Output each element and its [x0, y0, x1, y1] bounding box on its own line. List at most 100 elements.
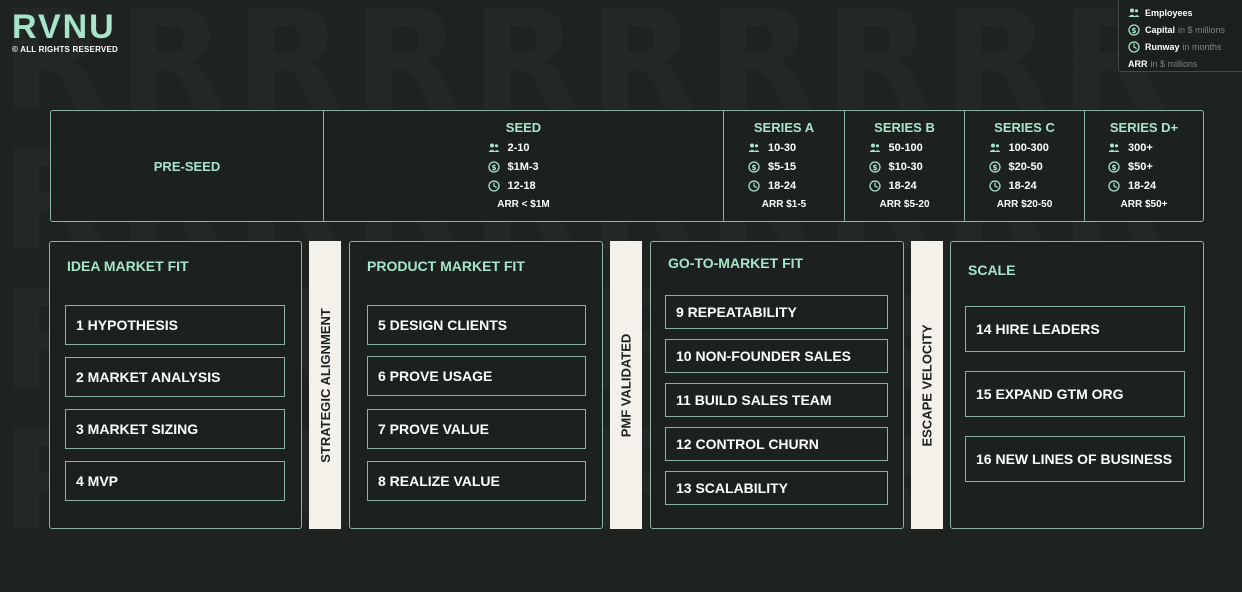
gate-label: PMF VALIDATED: [618, 333, 634, 437]
stage-employees: 10-30: [748, 139, 820, 158]
people-icon: [1108, 142, 1120, 154]
step-box: 6 PROVE USAGE: [367, 356, 586, 396]
funding-stages-bar: PRE-SEED SEED 2-10 $ $1M-3 12-18 ARR < $1…: [50, 110, 1204, 222]
svg-text:$: $: [491, 163, 496, 172]
legend-arr: ARR in $ millions: [1128, 55, 1242, 72]
stage-arr: ARR $1-5: [761, 198, 807, 210]
stage-title: SERIES B: [874, 119, 935, 135]
gate-strategic-alignment: STRATEGIC ALIGNMENT: [309, 241, 341, 529]
svg-text:$: $: [1131, 25, 1136, 34]
legend-runway-label: Runway: [1145, 41, 1180, 52]
step-box: 7 PROVE VALUE: [367, 409, 586, 449]
legend-arr-label: ARR: [1128, 58, 1148, 69]
stage-runway: 18-24: [748, 177, 820, 196]
step-box: 5 DESIGN CLIENTS: [367, 305, 586, 345]
legend-capital-label: Capital: [1145, 24, 1176, 35]
dollar-icon: $: [1128, 23, 1140, 36]
gate-label: STRATEGIC ALIGNMENT: [317, 307, 333, 463]
stage-capital: $ $5-15: [748, 158, 820, 177]
step-box: 8 REALIZE VALUE: [367, 461, 586, 501]
step-box: 14 HIRE LEADERS: [965, 306, 1185, 352]
stage-employees-value: 100-300: [1008, 142, 1049, 154]
stage-runway-value: 18-24: [1128, 180, 1157, 192]
stage-employees-value: 2-10: [507, 142, 530, 154]
stage-arr: ARR < $1M: [497, 198, 550, 210]
stage-employees-value: 50-100: [888, 142, 923, 154]
phase-product-market-fit: PRODUCT MARKET FIT 5 DESIGN CLIENTS 6 PROV…: [349, 241, 603, 529]
step-box: 11 BUILD SALES TEAM: [665, 383, 888, 417]
stage-employees-value: 10-30: [768, 142, 797, 154]
phase-go-to-market-fit: GO-TO-MARKET FIT 9 REPEATABILITY 10 NON-FO…: [650, 241, 904, 529]
stage-employees: 300+: [1108, 139, 1180, 158]
stage-capital: $ $10-30: [868, 158, 941, 177]
stage-capital-value: $50+: [1128, 161, 1153, 173]
stage-capital-value: $10-30: [888, 161, 923, 173]
clock-icon: [1108, 180, 1120, 192]
clock-icon: [868, 180, 881, 192]
dollar-icon: $: [1108, 161, 1120, 173]
stage-employees: 100-300: [989, 139, 1061, 158]
stage-runway-value: 12-18: [507, 180, 536, 192]
stage-capital-value: $20-50: [1008, 161, 1043, 173]
step-box: 16 NEW LINES OF BUSINESS: [965, 436, 1185, 482]
legend-arr-suffix: in $ millions: [1150, 58, 1198, 69]
legend-employees: Employees: [1128, 4, 1242, 21]
stage-capital: $ $20-50: [988, 158, 1061, 177]
stage-arr: ARR $5-20: [879, 198, 930, 210]
phase-title: GO-TO-MARKET FIT: [668, 255, 804, 271]
legend-capital-suffix: in $ millions: [1178, 24, 1226, 35]
step-box: 9 REPEATABILITY: [665, 295, 888, 329]
stage-runway: 18-24: [988, 177, 1061, 196]
stage-title: SERIES A: [753, 119, 815, 135]
phase-title: SCALE: [968, 262, 1016, 278]
stage-runway: 18-24: [1108, 177, 1180, 196]
stage-runway-value: 18-24: [888, 180, 917, 192]
stage-capital: $ $50+: [1108, 158, 1180, 177]
step-box: 10 NON-FOUNDER SALES: [665, 339, 888, 373]
stage-arr: ARR $50+: [1120, 198, 1168, 210]
people-icon: [488, 142, 500, 154]
legend-runway-suffix: in months: [1182, 41, 1222, 52]
gate-label: ESCAPE VELOCITY: [919, 323, 935, 447]
phase-idea-market-fit: IDEA MARKET FIT 1 HYPOTHESIS 2 MARKET ANAL…: [49, 241, 302, 529]
stage-series-c: SERIES C 100-300 $ $20-50 18-24 ARR $20-…: [965, 111, 1085, 221]
step-box: 2 MARKET ANALYSIS: [65, 357, 285, 397]
logo-subtitle: © ALL RIGHTS RESERVED: [12, 45, 118, 54]
stage-runway: 18-24: [868, 177, 941, 196]
stage-pre-seed: PRE-SEED: [51, 111, 324, 221]
step-box: 12 CONTROL CHURN: [665, 427, 888, 461]
stage-capital: $ $1M-3: [487, 158, 560, 177]
svg-text:$: $: [872, 163, 877, 172]
step-box: 13 SCALABILITY: [665, 471, 888, 505]
clock-icon: [988, 180, 1001, 192]
stage-series-a: SERIES A 10-30 $ $5-15 18-24 ARR $1-5: [724, 111, 845, 221]
dollar-icon: $: [748, 161, 760, 173]
dollar-icon: $: [487, 161, 500, 173]
step-box: 4 MVP: [65, 461, 285, 501]
stage-runway: 12-18: [487, 177, 560, 196]
stage-employees: 50-100: [869, 139, 941, 158]
stage-arr: ARR $20-50: [996, 198, 1053, 210]
legend-runway: Runway in months: [1128, 38, 1242, 55]
step-box: 1 HYPOTHESIS: [65, 305, 285, 345]
stage-employees: 2-10: [488, 139, 560, 158]
svg-text:$: $: [1111, 163, 1116, 172]
phase-title: IDEA MARKET FIT: [67, 258, 189, 274]
clock-icon: [487, 180, 500, 192]
logo: RVNU © ALL RIGHTS RESERVED: [12, 10, 118, 54]
stage-employees-value: 300+: [1128, 142, 1153, 154]
legend: Employees $ Capital in $ millions Runway…: [1118, 0, 1242, 72]
people-icon: [869, 142, 881, 154]
stage-series-d: SERIES D+ 300+ $ $50+ 18-24 ARR $50+: [1085, 111, 1203, 221]
stage-title: SERIES D+: [1109, 119, 1179, 135]
stage-title: SEED: [505, 119, 542, 135]
people-icon: [989, 142, 1001, 154]
phase-title: PRODUCT MARKET FIT: [367, 258, 525, 274]
clock-icon: [748, 180, 760, 192]
stage-seed: SEED 2-10 $ $1M-3 12-18 ARR < $1M: [324, 111, 724, 221]
stage-series-b: SERIES B 50-100 $ $10-30 18-24 ARR $5-20: [845, 111, 965, 221]
stage-capital-value: $5-15: [768, 161, 797, 173]
stage-title: PRE-SEED: [153, 158, 221, 174]
svg-text:$: $: [992, 163, 997, 172]
legend-employees-label: Employees: [1145, 7, 1193, 18]
